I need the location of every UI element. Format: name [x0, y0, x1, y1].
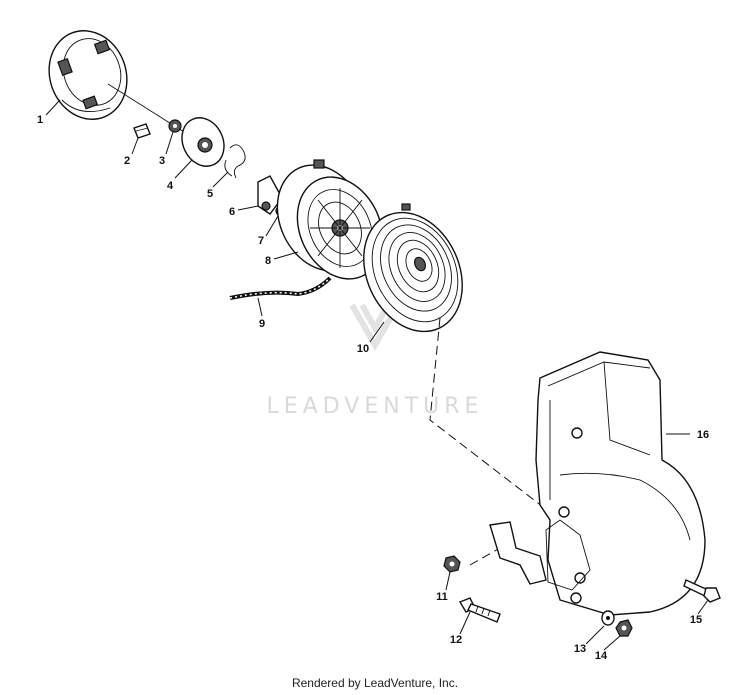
leader-lines	[45, 99, 709, 651]
part-11-nut	[443, 555, 461, 573]
part-13-washer	[601, 610, 615, 626]
watermark-text: LEADVENTURE	[267, 394, 484, 419]
part-15-bolt	[683, 579, 721, 603]
callout-10: 10	[357, 343, 369, 355]
mounting-bracket	[489, 521, 547, 585]
leadventure-watermark: LEADVENTURE	[267, 303, 484, 419]
part-5-spring-clip	[224, 144, 246, 179]
callout-4: 4	[167, 180, 174, 192]
part-9-starter-rope	[229, 276, 332, 300]
callout-2: 2	[124, 155, 130, 167]
callout-7: 7	[258, 235, 264, 247]
callout-13: 13	[574, 643, 586, 655]
callout-6: 6	[229, 206, 235, 218]
part-2-bolt	[133, 123, 151, 139]
callout-11: 11	[436, 591, 448, 603]
callout-1: 1	[37, 114, 43, 126]
alignment-line-bracket	[469, 547, 501, 566]
callout-12: 12	[450, 634, 462, 646]
part-14-nut	[615, 619, 633, 637]
callout-labels: 1 2 3 4 5 6 7 8 9 10 16 11 12 13 14 15	[37, 114, 709, 662]
callout-3: 3	[159, 155, 165, 167]
part-6-pawl	[257, 175, 283, 215]
part-3-nut	[168, 119, 182, 133]
part-10-recoil-spring	[363, 203, 463, 333]
part-1-starter-cup	[48, 30, 128, 120]
part-16-blower-housing	[535, 351, 706, 616]
callout-16: 16	[697, 429, 709, 441]
callout-15: 15	[690, 614, 702, 626]
callout-9: 9	[259, 318, 265, 330]
callout-14: 14	[595, 650, 608, 662]
part-12-bolt	[458, 597, 501, 623]
footer-credit: Rendered by LeadVenture, Inc.	[291, 676, 459, 690]
callout-5: 5	[207, 188, 213, 200]
alignment-line-spring	[429, 317, 561, 521]
callout-8: 8	[265, 255, 271, 267]
part-4-retainer-plate	[181, 117, 225, 167]
part-8-pulley	[276, 159, 384, 280]
